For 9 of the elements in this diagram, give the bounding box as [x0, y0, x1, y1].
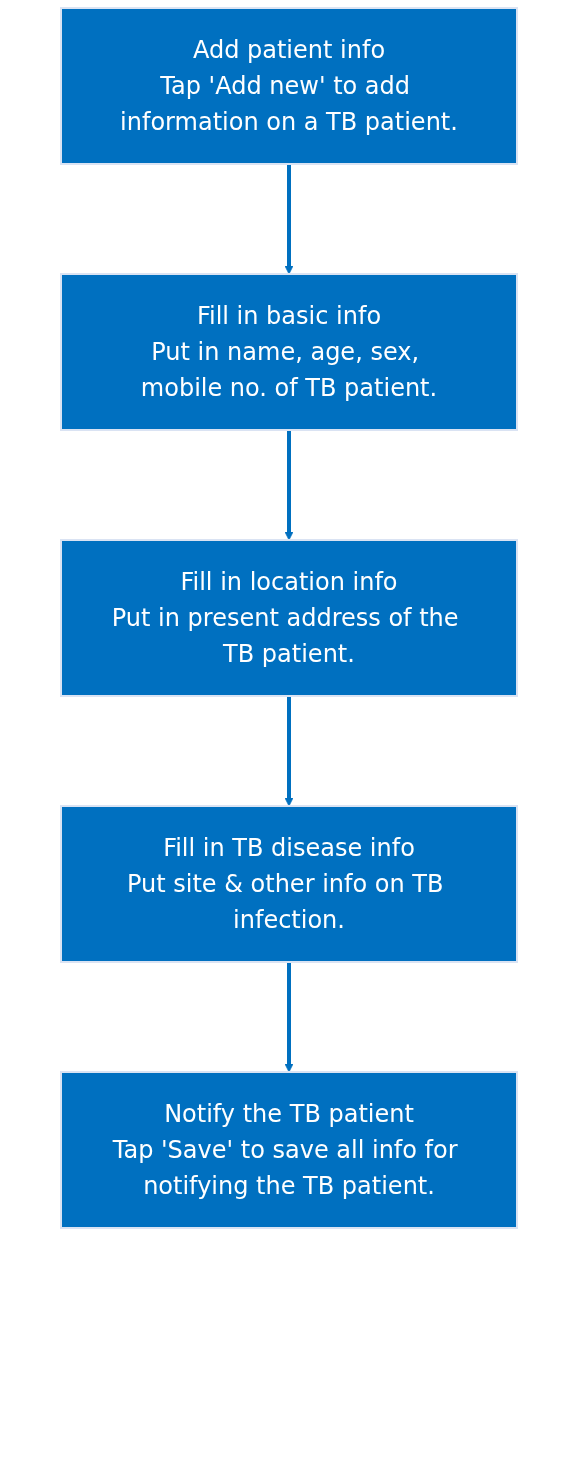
node-box: Fill in basic info Put in name, age, sex, mobile no. of TB patient.: [59, 273, 518, 431]
arrow: [284, 962, 293, 1073]
arrow: [284, 164, 293, 275]
node-box: Fill in TB disease info Put site & other info on TB infection.: [59, 805, 518, 963]
arrow: [284, 430, 293, 541]
node-box: Add patient info Tap 'Add new' to add information on a TB patient.: [59, 7, 518, 165]
arrow: [284, 696, 293, 807]
node-box: Fill in location info Put in present address of the TB patient.: [59, 539, 518, 697]
node-box: Notify the TB patient Tap 'Save' to save all info for notifying the TB patient.: [59, 1071, 518, 1229]
